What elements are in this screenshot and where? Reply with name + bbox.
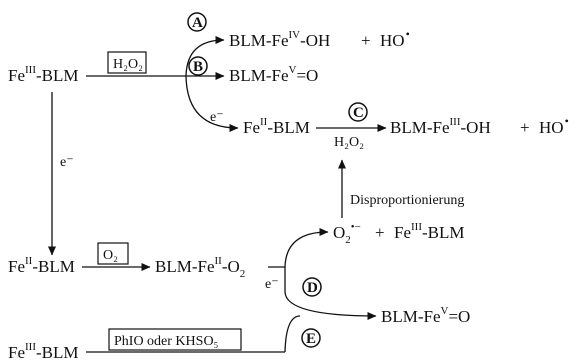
product-c: BLM-FeIII-OH	[390, 116, 491, 137]
h2o2-reagent-box	[107, 51, 147, 74]
fe2-blm-low: FeII-BLM	[8, 255, 75, 276]
electron-label-upper: e⁻	[210, 110, 224, 125]
plus-c: +	[520, 118, 530, 137]
pathway-d-label: D	[307, 280, 318, 296]
plus-a: +	[361, 31, 371, 50]
phio-reagent-label: PhIO oder KHSO₅	[114, 334, 219, 349]
hydroxyl-radical-a: HO•	[380, 27, 410, 50]
product-e: BLM-FeV=O	[381, 305, 470, 326]
pathway-e-label: E	[306, 331, 316, 347]
hydroxyl-radical-c: HO•	[539, 114, 569, 137]
fe3-blm-bottom: FeIII-BLM	[8, 341, 79, 360]
arrow-to-superoxide	[284, 228, 329, 268]
pathway-b-marker	[188, 56, 208, 76]
h2o2-label-c: H₂O₂	[334, 135, 364, 150]
arrow-to-fe2-blm	[185, 75, 239, 132]
o2-reagent-label: O₂	[103, 248, 118, 263]
product-b: BLM-FeV=O	[229, 64, 318, 85]
superoxide: O2•−	[333, 221, 361, 246]
pathway-e-marker	[301, 328, 321, 348]
pathway-a-label: A	[192, 15, 203, 31]
pathway-b-label: B	[193, 59, 203, 75]
electron-label-left: e⁻	[60, 155, 74, 170]
peroxo-intermediate: BLM-FeII-O2	[155, 255, 245, 280]
arrow-d-to-fe5	[284, 267, 377, 320]
pathway-d-marker	[302, 277, 322, 297]
phio-reagent-box	[108, 328, 242, 351]
fe2-blm-mid: FeII-BLM	[243, 116, 310, 137]
disproportionation-label: Disproportionierung	[350, 193, 464, 208]
fe3-blm-start: FeIII-BLM	[8, 64, 79, 85]
pathway-c-marker	[348, 102, 368, 122]
pathway-c-label: C	[353, 105, 364, 121]
o2-reagent-box	[97, 242, 129, 265]
electron-label-d: e⁻	[265, 277, 279, 292]
plus-superoxide: +	[375, 223, 385, 242]
arrow-to-a	[185, 36, 225, 77]
pathway-a-marker	[187, 12, 207, 32]
arrow-e-join	[284, 315, 301, 353]
product-a: BLM-FeIV-OH	[229, 29, 330, 50]
h2o2-reagent-label: H₂O₂	[113, 57, 143, 72]
fe3-blm-regenerated: FeIII-BLM	[394, 221, 465, 242]
